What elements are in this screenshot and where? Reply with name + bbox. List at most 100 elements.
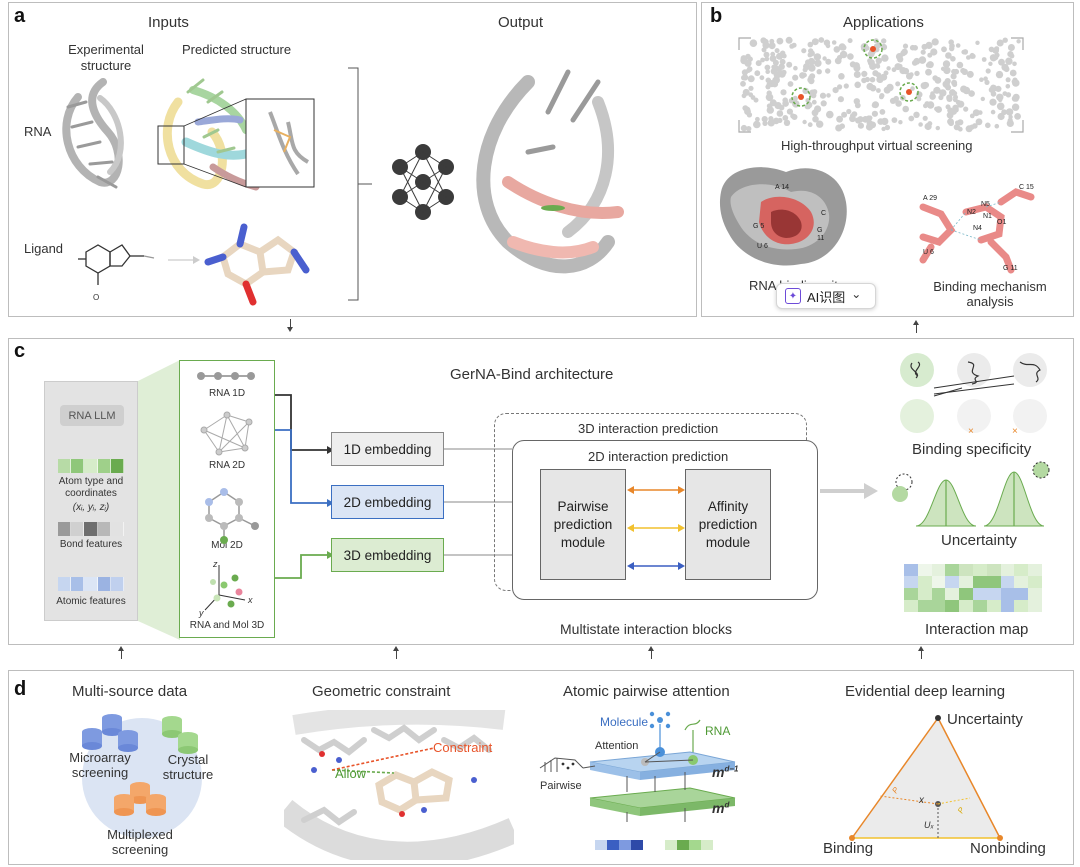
ai-image-recognition-button[interactable]: ✦ AI识图 ⌄ bbox=[776, 283, 876, 309]
screening-dot bbox=[1011, 103, 1020, 111]
screening-dot bbox=[998, 58, 1005, 66]
screening-dot bbox=[813, 53, 822, 61]
microarray-label: Microarray screening bbox=[69, 750, 131, 780]
output-embedding-green bbox=[665, 840, 713, 850]
architecture-title: GerNA-Bind architecture bbox=[450, 366, 614, 383]
interaction-map-cell bbox=[1014, 564, 1029, 576]
ai-sparkle-icon: ✦ bbox=[785, 288, 801, 304]
arrow-d1 bbox=[118, 646, 124, 659]
screening-dot bbox=[899, 67, 907, 75]
screening-dot bbox=[881, 117, 889, 126]
interaction-map-grid bbox=[904, 564, 1042, 612]
screening-dot bbox=[781, 69, 787, 75]
screening-dot bbox=[988, 61, 993, 66]
screening-dot bbox=[883, 70, 889, 76]
interaction-map-cell bbox=[973, 564, 987, 576]
screening-dot bbox=[913, 57, 921, 65]
database-icon-blue bbox=[82, 714, 138, 752]
atom-type-bar bbox=[58, 459, 125, 473]
neural-network-icon bbox=[392, 144, 454, 220]
rna1d-chain bbox=[197, 372, 255, 380]
specificity-graphic: × × bbox=[900, 353, 1047, 437]
screening-dot bbox=[895, 81, 901, 87]
atomic-features-bar bbox=[58, 577, 125, 591]
screening-dot bbox=[945, 52, 952, 59]
rna2d-graph bbox=[200, 411, 253, 456]
screening-dot bbox=[875, 72, 882, 78]
screening-dot bbox=[776, 52, 783, 60]
interaction-map-cell bbox=[986, 564, 1001, 576]
screening-dot bbox=[956, 61, 964, 69]
atom-coords-label: (xᵢ, yᵢ, zᵢ) bbox=[72, 502, 110, 513]
attention-title: Atomic pairwise attention bbox=[563, 683, 730, 700]
screening-dot bbox=[841, 111, 848, 118]
edl-x-label: x bbox=[919, 795, 924, 806]
applications-title: Applications bbox=[843, 14, 924, 31]
screening-dot bbox=[750, 95, 756, 100]
screening-dot bbox=[869, 84, 877, 92]
axis-y: y bbox=[198, 608, 204, 618]
molecule-label: Molecule bbox=[600, 715, 649, 729]
multisource-graphic bbox=[82, 714, 202, 838]
chevron-down-icon: ⌄ bbox=[851, 287, 862, 301]
interaction-3d-label: 3D interaction prediction bbox=[578, 421, 719, 436]
interaction-map-cell bbox=[1000, 576, 1015, 588]
screening-dot bbox=[854, 81, 861, 89]
screening-dot bbox=[998, 97, 1003, 103]
screening-dot bbox=[962, 49, 969, 55]
interaction-map-cell bbox=[1028, 588, 1042, 600]
screening-dot bbox=[879, 109, 886, 115]
screening-dot bbox=[766, 106, 774, 114]
atomic-features-label: Atomic features bbox=[56, 596, 126, 607]
screening-dot bbox=[833, 46, 841, 53]
screening-dot bbox=[966, 55, 971, 60]
screening-dot bbox=[900, 50, 907, 57]
crystal-label: Crystal structure bbox=[162, 752, 214, 782]
screening-dot bbox=[741, 75, 747, 81]
screening-dot bbox=[872, 101, 879, 109]
3d-atoms bbox=[210, 574, 243, 608]
screening-dot bbox=[953, 123, 961, 131]
edl-triangle: P P bbox=[849, 715, 1003, 841]
screening-dot bbox=[764, 56, 770, 62]
screening-dot bbox=[881, 126, 886, 132]
svg-text:G 5: G 5 bbox=[753, 223, 764, 230]
screening-dot bbox=[931, 39, 938, 46]
affinity-module: Affinity prediction module bbox=[685, 469, 771, 580]
experimental-rna-ribbon bbox=[62, 78, 124, 189]
pairwise-icon bbox=[539, 757, 584, 772]
screening-dot bbox=[753, 120, 761, 129]
edl-nonbinding-label: Nonbinding bbox=[970, 840, 1046, 857]
screening-dot bbox=[762, 41, 770, 49]
screening-dot bbox=[914, 70, 920, 77]
interaction-map-cell bbox=[917, 576, 932, 588]
edl-uncertainty-label: Uncertainty bbox=[947, 711, 1023, 728]
interaction-map-cell bbox=[904, 588, 918, 600]
screening-dot bbox=[996, 102, 1005, 111]
screening-dot bbox=[801, 48, 807, 54]
screening-dot bbox=[952, 97, 958, 103]
screening-dot bbox=[840, 44, 847, 51]
interaction-map-cell bbox=[973, 576, 987, 588]
screening-dot bbox=[759, 75, 765, 81]
interaction-map-cell bbox=[959, 588, 973, 600]
interaction-map-cell bbox=[904, 576, 918, 588]
screening-dot bbox=[867, 115, 873, 121]
screening-dot bbox=[816, 120, 824, 128]
screening-dot bbox=[826, 93, 831, 98]
screening-dot bbox=[792, 74, 799, 81]
screening-dot bbox=[889, 97, 897, 104]
rep-3d-label: RNA and Mol 3D bbox=[189, 620, 265, 631]
screening-dot bbox=[857, 122, 864, 129]
screening-dot bbox=[746, 68, 751, 73]
screening-dot bbox=[876, 88, 881, 93]
screening-dot bbox=[871, 110, 878, 117]
svg-text:N1: N1 bbox=[983, 213, 992, 220]
screening-dot bbox=[879, 93, 885, 99]
screening-dot bbox=[949, 45, 955, 52]
screening-dot bbox=[966, 70, 974, 78]
screening-dot bbox=[868, 50, 875, 58]
screening-dot bbox=[984, 79, 990, 85]
screening-dot bbox=[940, 66, 946, 72]
screening-dot bbox=[970, 53, 976, 59]
